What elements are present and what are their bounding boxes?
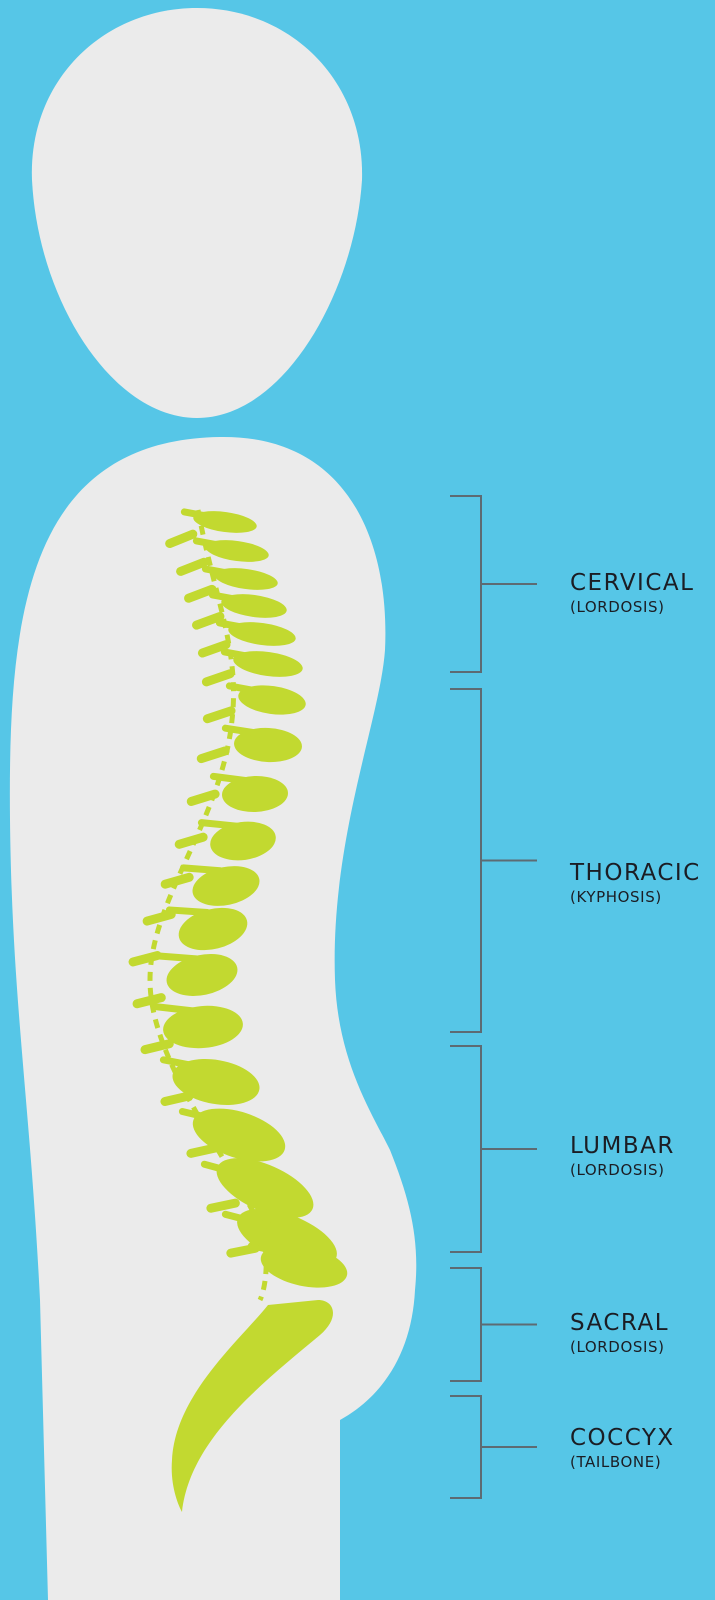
region-subtitle: (KYPHOSIS) (570, 890, 701, 905)
region-label-lumbar: LUMBAR (LORDOSIS) (570, 1135, 675, 1178)
region-name: SACRAL (570, 1312, 669, 1335)
region-subtitle: (LORDOSIS) (570, 1340, 669, 1355)
region-subtitle: (TAILBONE) (570, 1455, 675, 1470)
region-name: THORACIC (570, 862, 701, 885)
region-label-sacral: SACRAL (LORDOSIS) (570, 1312, 669, 1355)
region-name: COCCYX (570, 1427, 675, 1450)
region-subtitle: (LORDOSIS) (570, 600, 694, 615)
region-subtitle: (LORDOSIS) (570, 1163, 675, 1178)
region-label-coccyx: COCCYX (TAILBONE) (570, 1427, 675, 1470)
region-name: CERVICAL (570, 572, 694, 595)
region-label-thoracic: THORACIC (KYPHOSIS) (570, 862, 701, 905)
region-name: LUMBAR (570, 1135, 675, 1158)
region-label-cervical: CERVICAL (LORDOSIS) (570, 572, 694, 615)
